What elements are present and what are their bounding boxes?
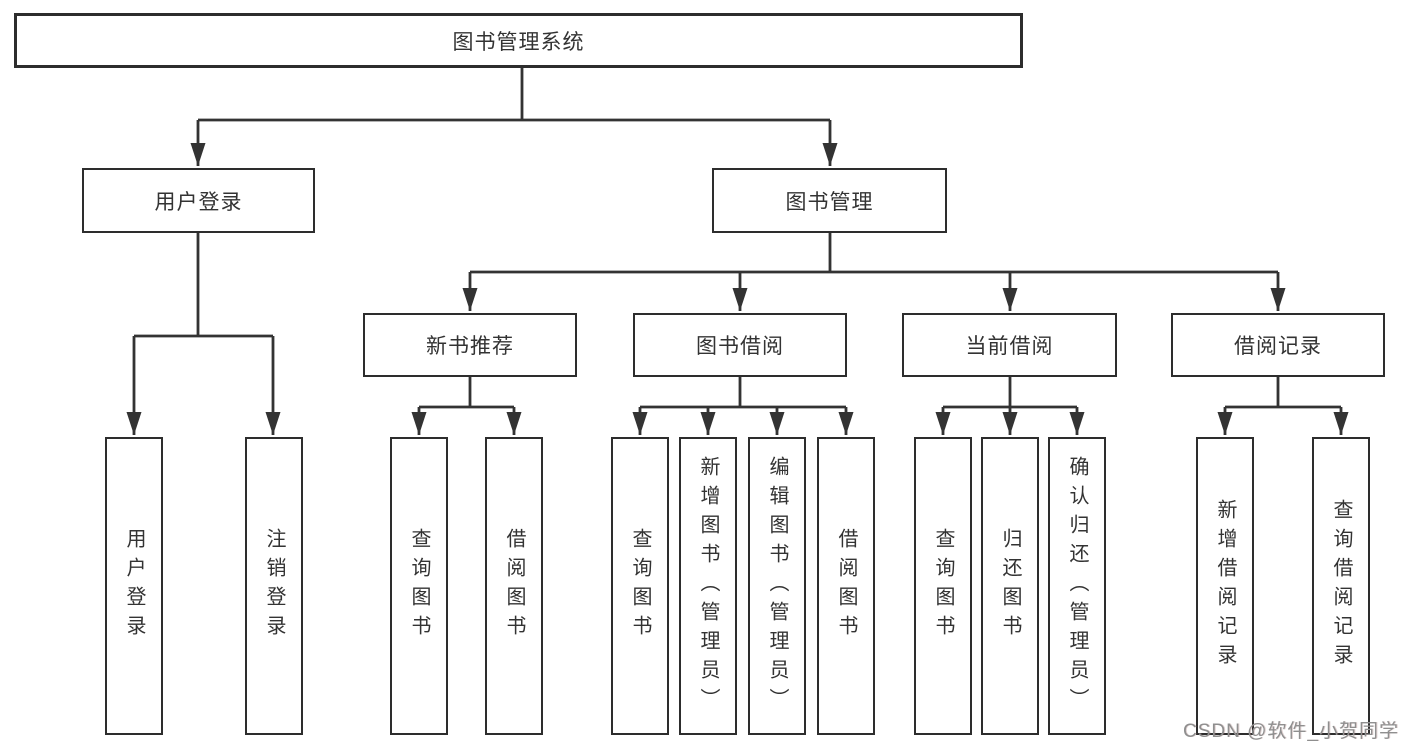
csdn-watermark: CSDN @软件_小贺同学 (1183, 721, 1399, 742)
node-label: 图书管理系统 (452, 30, 585, 54)
leaf-label: 查询图书 (629, 528, 651, 644)
leaf-label: 查询图书 (408, 528, 430, 644)
node-label: 用户登录 (154, 190, 243, 214)
leaf-label: 借阅图书 (835, 528, 857, 644)
node-label: 借阅记录 (1234, 335, 1322, 358)
leaf-label: 查询借阅记录 (1330, 499, 1352, 673)
leaf-label: 新增借阅记录 (1214, 499, 1236, 673)
leaf-label: 归还图书 (999, 528, 1021, 644)
leaf-label: 确认归还（管理员） (1066, 455, 1088, 717)
leaf-label: 编辑图书（管理员） (766, 455, 788, 717)
leaf-query-borrow-record: 查询借阅记录 (1312, 437, 1370, 735)
leaf-label: 新增图书（管理员） (697, 455, 719, 717)
leaf-query-books-current: 查询图书 (914, 437, 972, 735)
leaf-label: 查询图书 (932, 528, 954, 644)
node-label: 新书推荐 (426, 335, 514, 358)
leaf-edit-book-admin: 编辑图书（管理员） (748, 437, 806, 735)
node-current-borrowing: 当前借阅 (902, 313, 1117, 377)
leaf-label: 用户登录 (123, 528, 145, 644)
node-book-borrowing: 图书借阅 (633, 313, 847, 377)
leaf-borrow-books: 借阅图书 (817, 437, 875, 735)
node-new-book-recommend: 新书推荐 (363, 313, 577, 377)
node-label: 图书借阅 (696, 335, 784, 358)
node-user-login: 用户登录 (82, 168, 315, 233)
leaf-return-book: 归还图书 (981, 437, 1039, 735)
leaf-add-borrow-record: 新增借阅记录 (1196, 437, 1254, 735)
leaf-query-books-borrowing: 查询图书 (611, 437, 669, 735)
node-label: 当前借阅 (965, 335, 1054, 358)
node-label: 图书管理 (785, 190, 874, 214)
leaf-borrow-books-recommend: 借阅图书 (485, 437, 543, 735)
leaf-logout: 注销登录 (245, 437, 303, 735)
leaf-add-book-admin: 新增图书（管理员） (679, 437, 737, 735)
leaf-query-books-recommend: 查询图书 (390, 437, 448, 735)
leaf-user-login: 用户登录 (105, 437, 163, 735)
node-borrowing-records: 借阅记录 (1171, 313, 1385, 377)
node-book-management: 图书管理 (712, 168, 947, 233)
leaf-confirm-return-admin: 确认归还（管理员） (1048, 437, 1106, 735)
leaf-label: 借阅图书 (503, 528, 525, 644)
node-root-library-system: 图书管理系统 (14, 13, 1023, 68)
leaf-label: 注销登录 (263, 528, 285, 644)
